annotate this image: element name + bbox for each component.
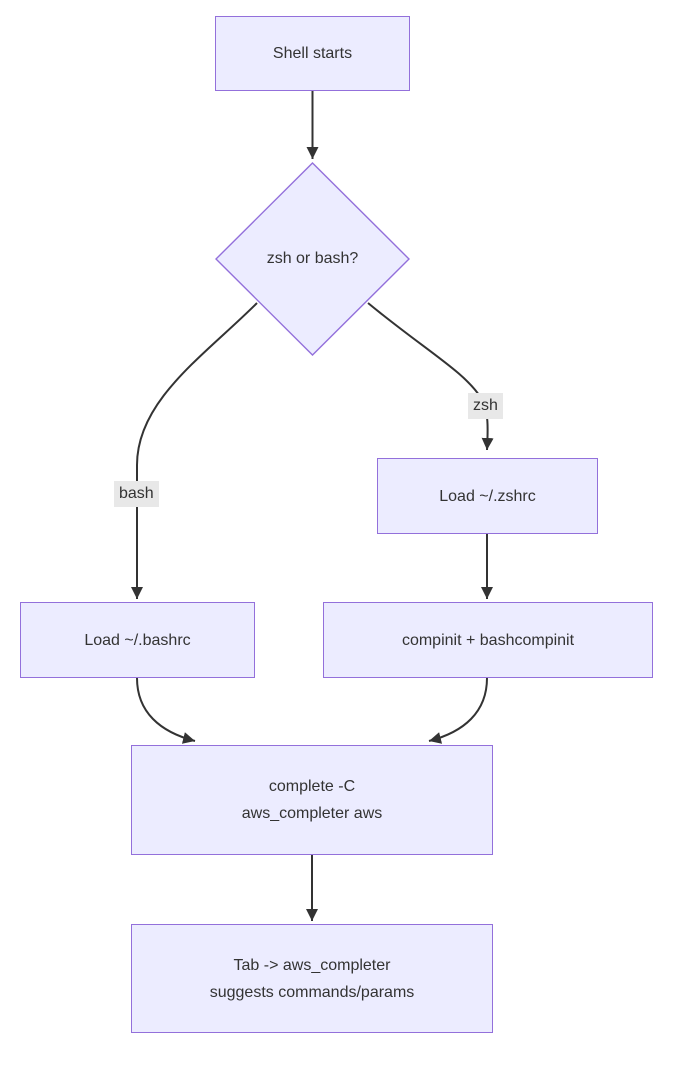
edge-decision-to-bashrc [131,302,258,599]
node-decision-zsh-or-bash: zsh or bash? [215,162,410,356]
node-load-zshrc: Load ~/.zshrc [377,458,598,534]
edge-label-zsh: zsh [468,393,503,419]
edge-decision-to-zshrc [367,302,494,451]
node-tab-label-line2: suggests commands/params [209,983,415,1001]
node-decision-label: zsh or bash? [266,250,359,267]
node-compinit-bashcompinit: compinit + bashcompinit [323,602,653,678]
node-compinit-label: compinit + bashcompinit [401,631,575,649]
node-complete-label-line1: complete -C [268,778,356,795]
node-tab-suggests: Tab -> aws_completer suggests commands/p… [131,924,493,1033]
node-shell-starts: Shell starts [215,16,410,91]
node-tab-label-line1: Tab -> aws_completer [233,956,391,974]
node-load-zshrc-label: Load ~/.zshrc [439,487,536,505]
node-load-bashrc-label: Load ~/.bashrc [84,631,191,649]
node-complete-label-line2: aws_completer aws [241,805,383,822]
edge-label-bash: bash [114,481,159,507]
node-load-bashrc: Load ~/.bashrc [20,602,255,678]
node-shell-starts-label: Shell starts [272,45,353,62]
edge-bashrc-to-complete [136,677,196,744]
edge-compinit-to-complete [428,677,488,744]
diamond-shape [215,162,410,356]
node-complete-aws-completer: complete -C aws_completer aws [131,745,493,855]
